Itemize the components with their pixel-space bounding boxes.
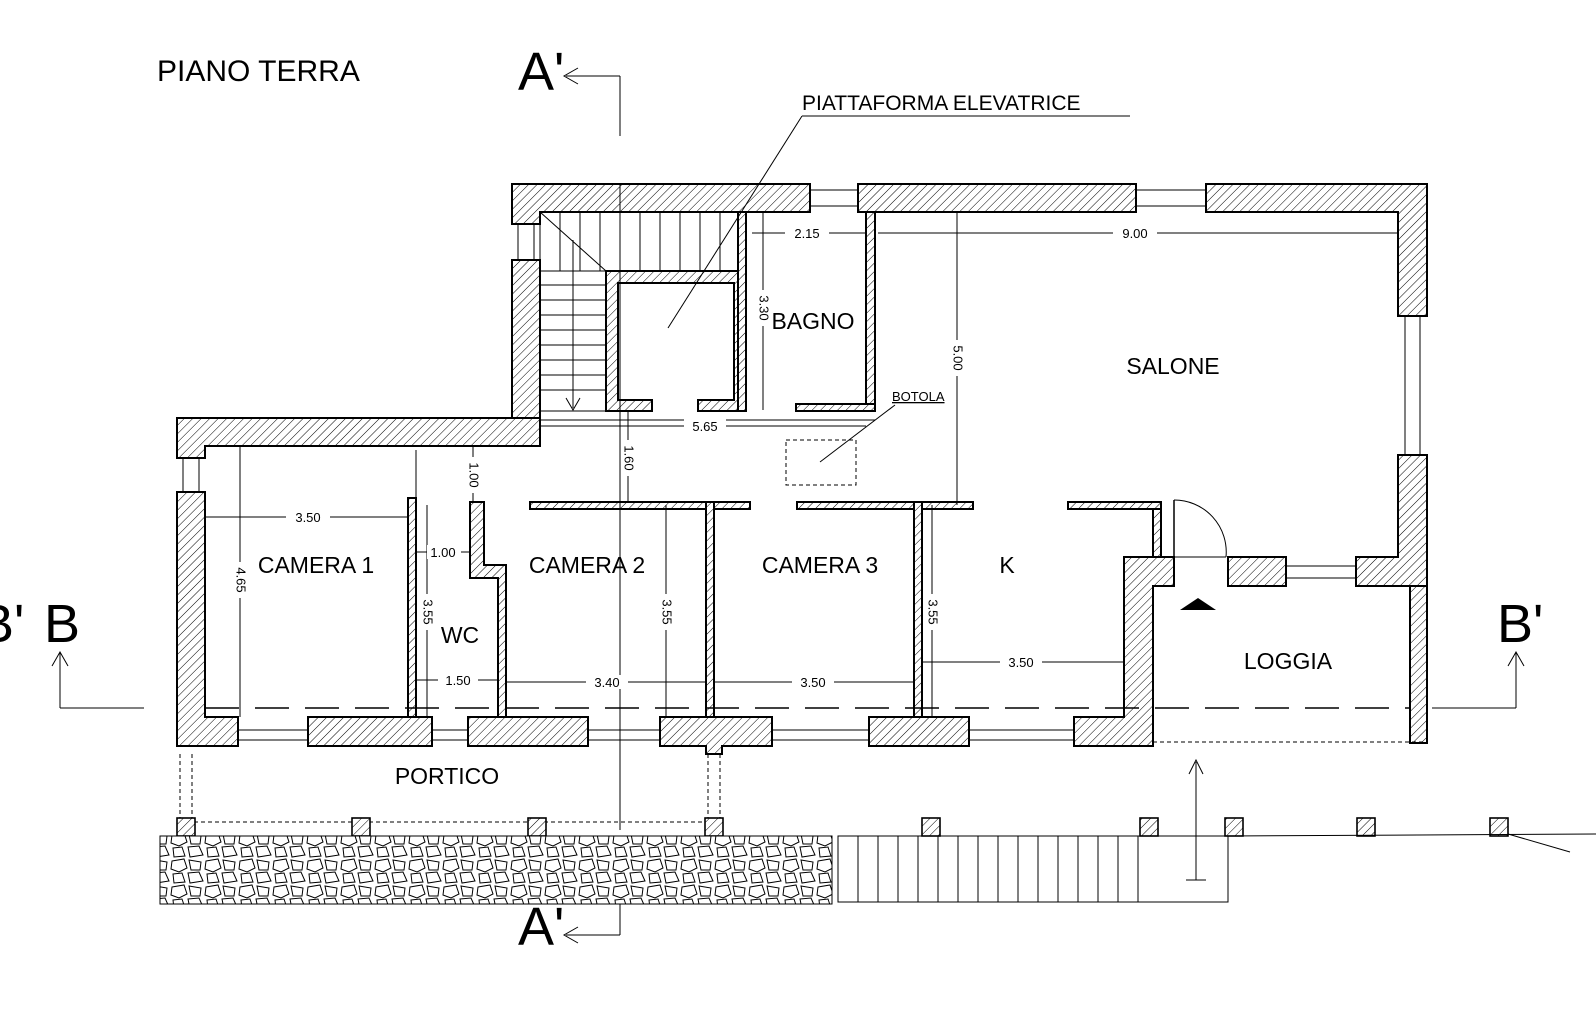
- interior-walls: [407, 211, 1162, 718]
- section-lines: [51, 67, 1525, 944]
- section-b-right-label: B': [1497, 594, 1543, 654]
- room-label-loggia: LOGGIA: [1244, 648, 1333, 674]
- section-a-bottom-label: A': [518, 897, 564, 957]
- dim-wc-top-width: 1.00: [430, 545, 455, 560]
- stairs: [539, 211, 739, 412]
- botola-annotation: BOTOLA: [892, 389, 945, 404]
- stone-retaining-wall: [159, 835, 833, 905]
- dimension-lines: [205, 212, 1398, 717]
- drawing-title: PIANO TERRA: [157, 55, 360, 88]
- section-b-left-partial-label: B': [0, 594, 24, 654]
- dim-camera1-depth: 4.65: [234, 567, 249, 592]
- lift-annotation: PIATTAFORMA ELEVATRICE: [802, 92, 1081, 115]
- botola-hatch: [785, 404, 896, 486]
- dim-wc-width: 1.50: [445, 673, 470, 688]
- room-label-salone: SALONE: [1126, 353, 1219, 379]
- dim-kitchen-width: 3.50: [1008, 655, 1033, 670]
- dim-kitchen-depth: 3.55: [926, 599, 941, 624]
- dim-bagno-depth: 3.30: [757, 295, 772, 320]
- room-label-camera3: CAMERA 3: [762, 552, 878, 578]
- room-label-bagno: BAGNO: [771, 308, 854, 334]
- room-label-camera2: CAMERA 2: [529, 552, 645, 578]
- dim-corridor-length: 5.65: [692, 419, 717, 434]
- loggia-door: [1173, 499, 1227, 610]
- dim-camera2-width: 3.40: [594, 675, 619, 690]
- section-a-top-label: A': [518, 42, 564, 102]
- dimension-labels: 2.15 9.00 3.30 5.00 5.65 1.60 1.00 3.50 …: [233, 226, 1157, 690]
- dim-passage-depth: 1.00: [467, 462, 482, 487]
- portico-outline: [179, 741, 1427, 881]
- dim-wc-depth: 3.55: [421, 599, 436, 624]
- portico-columns: [176, 817, 1509, 837]
- room-label-camera1: CAMERA 1: [258, 552, 374, 578]
- dim-corridor-depth: 1.60: [622, 445, 637, 470]
- room-label-wc: WC: [441, 622, 479, 648]
- room-label-kitchen: K: [999, 552, 1015, 578]
- dim-salone-depth: 5.00: [951, 345, 966, 370]
- section-b-left-label: B: [44, 594, 80, 654]
- lift-leader: [667, 115, 803, 329]
- dim-camera1-width: 3.50: [295, 510, 320, 525]
- room-label-portico: PORTICO: [395, 763, 499, 789]
- dim-bagno-width: 2.15: [794, 226, 819, 241]
- windows: [182, 189, 1421, 741]
- dim-camera3-width: 3.50: [800, 675, 825, 690]
- dim-camera2-depth: 3.55: [660, 599, 675, 624]
- exterior-walls: [176, 183, 1428, 755]
- dim-salone-width: 9.00: [1122, 226, 1147, 241]
- exterior-steps: [837, 833, 1596, 903]
